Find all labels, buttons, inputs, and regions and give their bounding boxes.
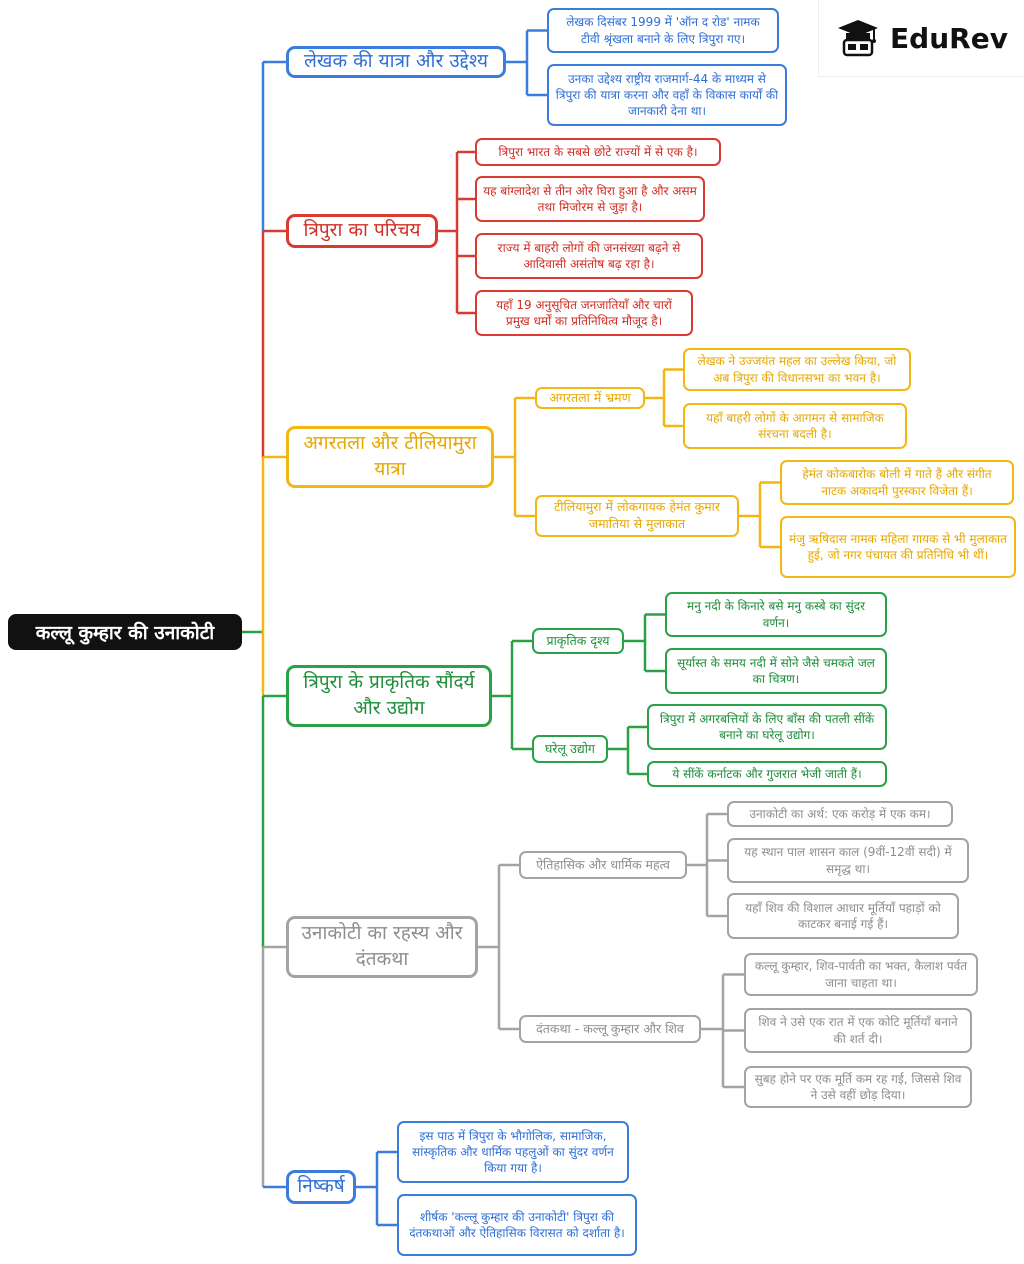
leaf-item[interactable]: यह बांग्लादेश से तीन ओर घिरा हुआ है और अ…: [475, 176, 705, 222]
leaf-item[interactable]: उनका उद्देश्य राष्ट्रीय राजमार्ग-44 के म…: [547, 64, 787, 126]
leaf-item[interactable]: मनु नदी के किनारे बसे मनु कस्बे का सुंदर…: [665, 592, 887, 637]
leaf-item[interactable]: सुबह होने पर एक मूर्ति कम रह गई, जिससे श…: [744, 1066, 972, 1108]
leaf-item[interactable]: त्रिपुरा में अगरबत्तियों के लिए बाँस की …: [647, 704, 887, 750]
leaf-item[interactable]: यह स्थान पाल शासन काल (9वीं-12वीं सदी) म…: [727, 838, 969, 883]
leaf-item[interactable]: मंजु ऋषिदास नामक महिला गायक से भी मुलाका…: [780, 516, 1016, 578]
leaf-item[interactable]: त्रिपुरा भारत के सबसे छोटे राज्यों में स…: [475, 138, 721, 166]
subtopic-agartala-bhraman[interactable]: अगरतला में भ्रमण: [535, 387, 645, 409]
leaf-item[interactable]: कल्लू कुम्हार, शिव-पार्वती का भक्त, कैला…: [744, 953, 978, 996]
subtopic-gharelu-udyog[interactable]: घरेलू उद्योग: [532, 735, 608, 763]
subtopic-prakritik-drishya[interactable]: प्राकृतिक दृश्य: [532, 628, 624, 654]
leaf-item[interactable]: यहाँ 19 अनुसूचित जनजातियाँ और चारों प्रम…: [475, 290, 693, 336]
subtopic-dantkatha[interactable]: दंतकथा - कल्लू कुम्हार और शिव: [519, 1015, 701, 1043]
leaf-item[interactable]: उनाकोटी का अर्थ: एक करोड़ में एक कम।: [727, 801, 953, 827]
section-agartala-yatra[interactable]: अगरतला और टीलियामुरा यात्रा: [286, 426, 494, 488]
leaf-item[interactable]: ये सींकें कर्नाटक और गुजरात भेजी जाती है…: [647, 761, 887, 787]
leaf-item[interactable]: लेखक दिसंबर 1999 में 'ऑन द रोड' नामक टीव…: [547, 8, 779, 53]
graduation-cap-icon: [838, 20, 879, 57]
leaf-item[interactable]: शिव ने उसे एक रात में एक कोटि मूर्तियाँ …: [744, 1008, 972, 1053]
leaf-item[interactable]: हेमंत कोकबारोक बोली में गाते हैं और संगी…: [780, 460, 1014, 505]
leaf-item[interactable]: शीर्षक 'कल्लू कुम्हार की उनाकोटी' त्रिपु…: [397, 1194, 637, 1256]
leaf-item[interactable]: इस पाठ में त्रिपुरा के भौगोलिक, सामाजिक,…: [397, 1121, 629, 1183]
section-prakritik-saundarya[interactable]: त्रिपुरा के प्राकृतिक सौंदर्य और उद्योग: [286, 665, 492, 727]
leaf-item[interactable]: लेखक ने उज्जयंत महल का उल्लेख किया, जो अ…: [683, 348, 911, 391]
edurev-logo: EduRev: [818, 0, 1024, 77]
section-tripura-parichay[interactable]: त्रिपुरा का परिचय: [286, 214, 438, 248]
root-topic[interactable]: कल्लू कुम्हार की उनाकोटी: [8, 614, 242, 650]
leaf-item[interactable]: यहाँ शिव की विशाल आधार मूर्तियाँ पहाड़ों…: [727, 893, 959, 939]
leaf-item[interactable]: यहाँ बाहरी लोगों के आगमन से सामाजिक संरच…: [683, 403, 907, 449]
leaf-item[interactable]: सूर्यास्त के समय नदी में सोने जैसे चमकते…: [665, 648, 887, 694]
section-unakoti-rahasya[interactable]: उनाकोटी का रहस्य और दंतकथा: [286, 916, 478, 978]
section-lekhak-yatra[interactable]: लेखक की यात्रा और उद्देश्य: [286, 46, 506, 78]
subtopic-aitihasik-mahatva[interactable]: ऐतिहासिक और धार्मिक महत्व: [519, 851, 687, 879]
brand-name: EduRev: [890, 21, 1008, 55]
subtopic-teliamura-mulakat[interactable]: टीलियामुरा में लोकगायक हेमंत कुमार जमाति…: [535, 495, 739, 537]
section-nishkarsh[interactable]: निष्कर्ष: [286, 1170, 356, 1204]
leaf-item[interactable]: राज्य में बाहरी लोगों की जनसंख्या बढ़ने …: [475, 233, 703, 279]
